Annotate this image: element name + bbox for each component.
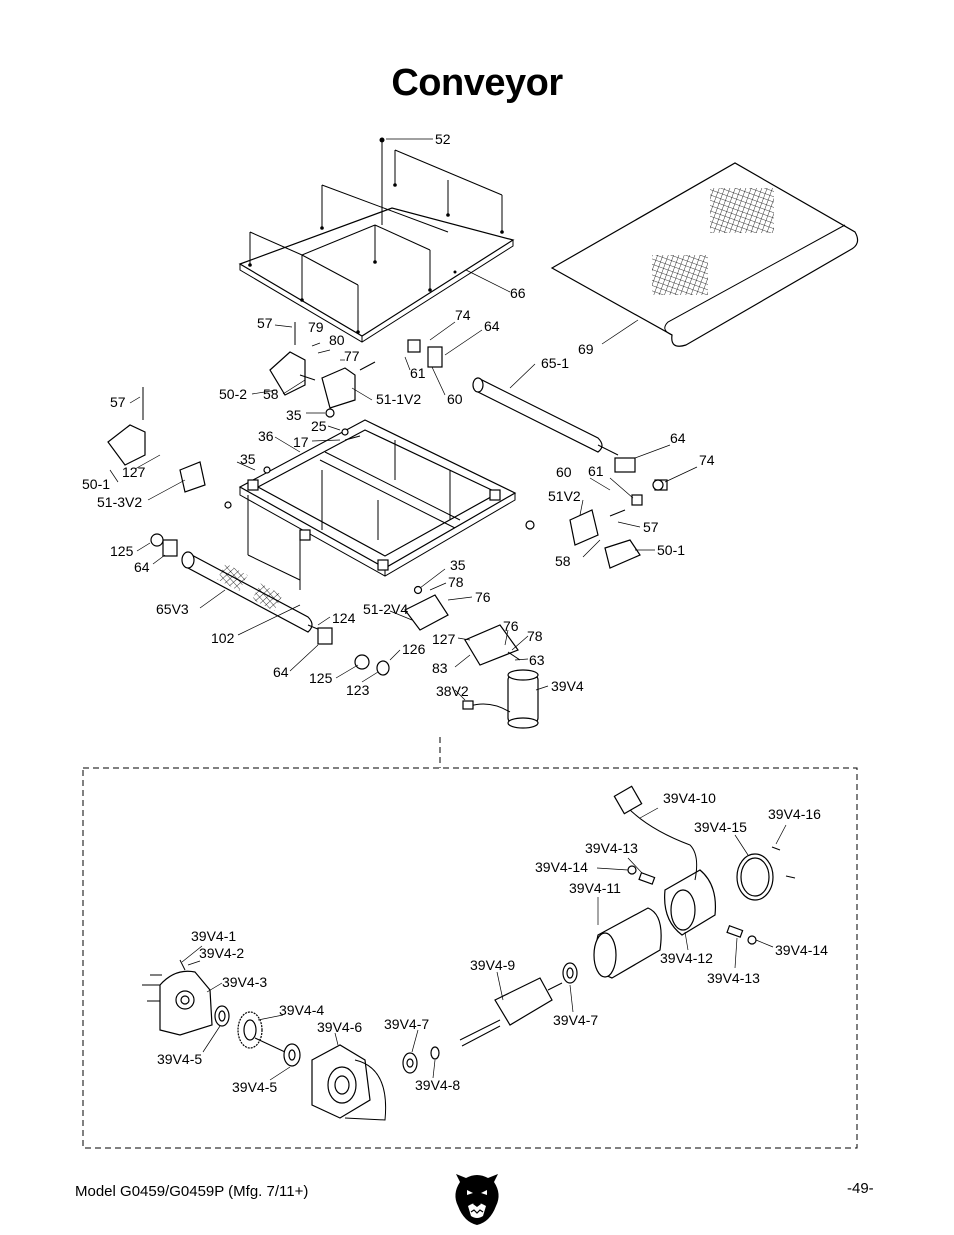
label-126: 126 [402, 641, 426, 657]
label-77: 77 [344, 348, 360, 364]
label-65V3: 65V3 [156, 601, 189, 617]
label-50-1-a: 50-1 [82, 476, 110, 492]
label-64-a: 64 [484, 318, 500, 334]
label-61-b: 61 [588, 463, 604, 479]
page-number: -49- [847, 1180, 874, 1197]
label-79: 79 [308, 319, 324, 335]
label-39V4-7-b: 39V4-7 [553, 1012, 598, 1028]
label-78-a: 78 [448, 574, 464, 590]
gear-motor-39V4 [439, 669, 539, 768]
label-74-a: 74 [455, 307, 471, 323]
conveyor-frame-36 [238, 419, 517, 590]
label-39V4-16: 39V4-16 [768, 806, 821, 822]
cover-plate-66 [238, 137, 515, 343]
label-51-3V2: 51-3V2 [97, 494, 142, 510]
label-39V4: 39V4 [551, 678, 584, 694]
label-127-b: 127 [432, 631, 456, 647]
label-50-2: 50-2 [219, 386, 247, 402]
label-51V2: 51V2 [548, 488, 581, 504]
label-39V4-7-a: 39V4-7 [384, 1016, 429, 1032]
label-58-a: 58 [263, 386, 279, 402]
label-39V4-15: 39V4-15 [694, 819, 747, 835]
brackets-hardware [107, 140, 668, 676]
footer-model-info: Model G0459/G0459P (Mfg. 7/11+) [75, 1183, 309, 1200]
label-38V2: 38V2 [436, 683, 469, 699]
label-39V4-6: 39V4-6 [317, 1019, 362, 1035]
label-64-b: 64 [670, 430, 686, 446]
label-25: 25 [311, 418, 327, 434]
label-39V4-14-a: 39V4-14 [535, 859, 588, 875]
label-52: 52 [435, 131, 451, 147]
label-39V4-10: 39V4-10 [663, 790, 716, 806]
label-39V4-13-a: 39V4-13 [585, 840, 638, 856]
label-17: 17 [293, 434, 309, 450]
label-78-b: 78 [527, 628, 543, 644]
label-39V4-5-b: 39V4-5 [232, 1079, 277, 1095]
label-39V4-8: 39V4-8 [415, 1077, 460, 1093]
label-36: 36 [258, 428, 274, 444]
label-57-b: 57 [110, 394, 126, 410]
part-labels: 52 66 69 74 64 57 79 80 77 61 60 65-1 50… [82, 131, 715, 699]
label-39V4-4: 39V4-4 [279, 1002, 324, 1018]
label-125-a: 125 [110, 543, 134, 559]
label-51-1V2: 51-1V2 [376, 391, 421, 407]
leader-lines [109, 138, 698, 701]
motor-exploded-detail [142, 785, 796, 1121]
page-title: Conveyor [391, 62, 563, 104]
label-39V4-11: 39V4-11 [569, 880, 621, 896]
label-69: 69 [578, 341, 594, 357]
label-57-c: 57 [643, 519, 659, 535]
label-35-c: 35 [450, 557, 466, 573]
label-80: 80 [329, 332, 345, 348]
label-61-a: 61 [410, 365, 426, 381]
label-35-b: 35 [240, 451, 256, 467]
conveyor-belt-69 [550, 162, 859, 347]
label-35-a: 35 [286, 407, 302, 423]
label-124: 124 [332, 610, 356, 626]
label-125-b: 125 [309, 670, 333, 686]
label-57-a: 57 [257, 315, 273, 331]
label-74-b: 74 [699, 452, 715, 468]
label-39V4-12: 39V4-12 [660, 950, 713, 966]
label-50-1-b: 50-1 [657, 542, 685, 558]
bear-head-logo-icon [455, 1174, 499, 1225]
label-123: 123 [346, 682, 370, 698]
roller-65V3 [181, 551, 326, 633]
roller-65-1 [472, 377, 619, 456]
label-51-2V4: 51-2V4 [363, 601, 408, 617]
label-66: 66 [510, 285, 526, 301]
label-127-a: 127 [122, 464, 146, 480]
label-65-1: 65-1 [541, 355, 569, 371]
label-83: 83 [432, 660, 448, 676]
label-58-b: 58 [555, 553, 571, 569]
label-39V4-3: 39V4-3 [222, 974, 267, 990]
label-60-b: 60 [556, 464, 572, 480]
label-39V4-2: 39V4-2 [199, 945, 244, 961]
label-76-b: 76 [503, 618, 519, 634]
detail-labels: 39V4-10 39V4-16 39V4-15 39V4-13 39V4-14 … [157, 790, 828, 1095]
label-39V4-14-b: 39V4-14 [775, 942, 828, 958]
label-64-d: 64 [273, 664, 289, 680]
label-64-c: 64 [134, 559, 150, 575]
motor-detail-box [82, 767, 858, 1149]
label-63: 63 [529, 652, 545, 668]
label-39V4-5-a: 39V4-5 [157, 1051, 202, 1067]
label-39V4-1: 39V4-1 [191, 928, 236, 944]
label-39V4-9: 39V4-9 [470, 957, 515, 973]
label-60-a: 60 [447, 391, 463, 407]
label-39V4-13-b: 39V4-13 [707, 970, 760, 986]
label-102: 102 [211, 630, 235, 646]
label-76-a: 76 [475, 589, 491, 605]
